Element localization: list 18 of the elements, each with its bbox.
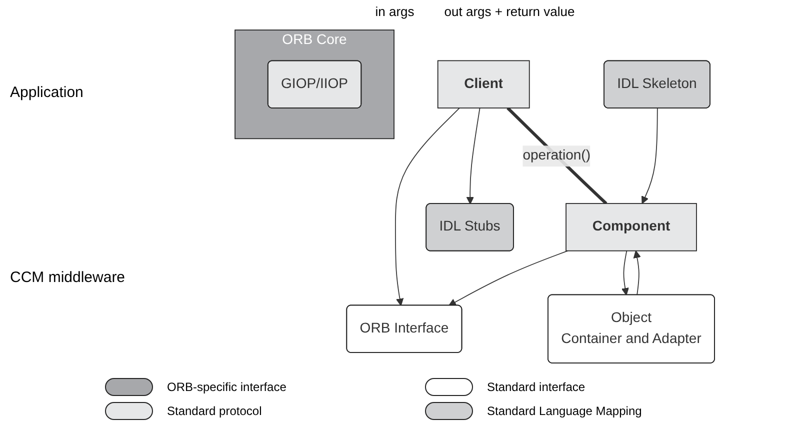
- direction-note: in args: [375, 4, 414, 19]
- legend-label: Standard Language Mapping: [487, 404, 642, 418]
- node-box: Component: [566, 203, 698, 252]
- legend-label: Standard interface: [487, 380, 586, 394]
- arrow: [466, 108, 480, 204]
- layer-label: Application: [10, 84, 84, 101]
- arrow: [634, 250, 642, 296]
- arrow: [642, 108, 658, 204]
- connector: [506, 106, 608, 205]
- direction-note: out args + return value: [444, 4, 575, 19]
- edge-label: operation(): [522, 148, 591, 164]
- layer-label: CCM middleware: [10, 269, 126, 286]
- arrow: [395, 108, 460, 306]
- arrow: [448, 250, 568, 306]
- legend-label: ORB-specific interface: [167, 380, 286, 394]
- arrow: [622, 250, 630, 296]
- legend-label: Standard protocol: [167, 404, 262, 418]
- node-box: Client: [438, 60, 530, 108]
